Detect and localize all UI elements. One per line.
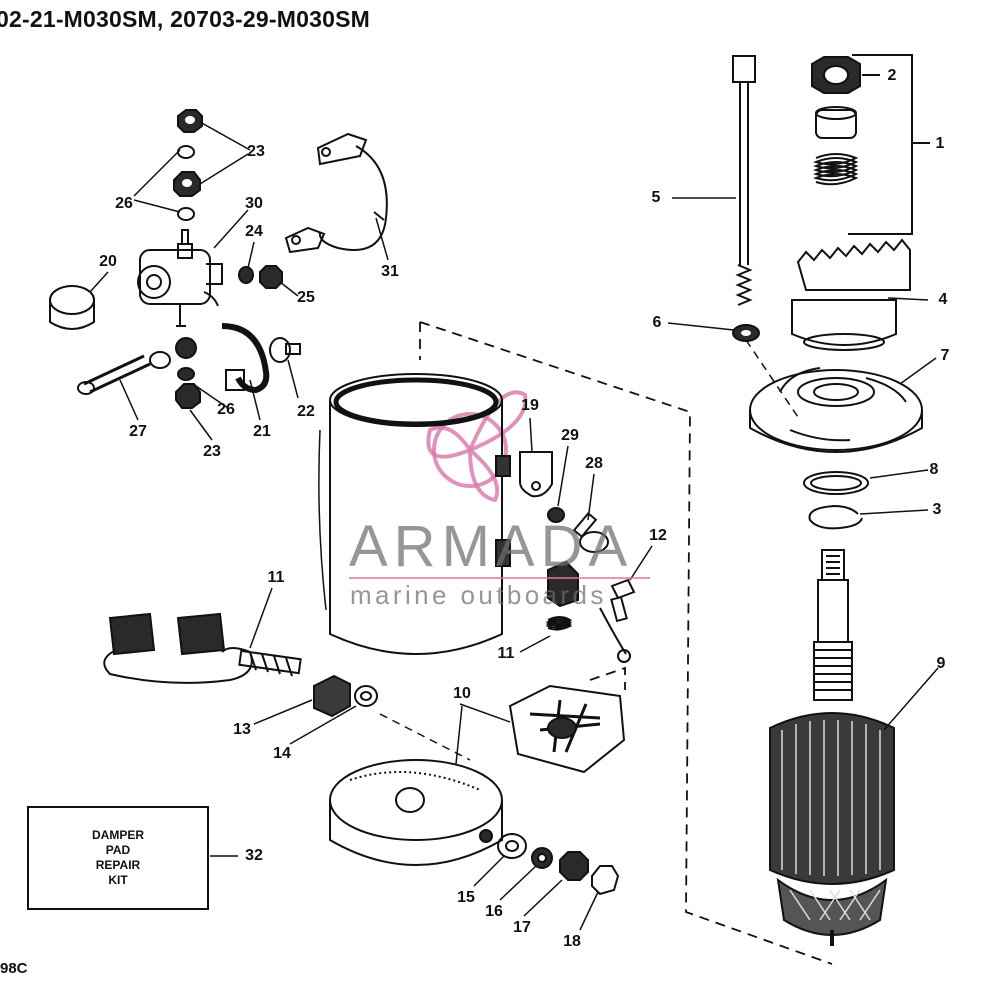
lower-lockwasher <box>177 367 195 381</box>
terminal-screw <box>572 511 609 553</box>
callout-4: 4 <box>938 291 948 308</box>
repair-kit-box: DAMPER PAD REPAIR KIT <box>27 806 209 910</box>
callout-24: 24 <box>245 223 263 240</box>
top-lockwasher <box>177 145 195 159</box>
callout-14: 14 <box>273 745 291 762</box>
thrust-washer <box>803 471 869 495</box>
mounting-bracket <box>221 323 270 394</box>
brush-lead <box>599 607 627 655</box>
commutator-end-cap <box>329 759 503 866</box>
drive-end-cap <box>749 367 923 453</box>
watermark-logo <box>426 390 528 503</box>
callout-18: 18 <box>563 933 581 950</box>
callout-30: 30 <box>245 195 263 212</box>
callout-7: 7 <box>940 347 950 364</box>
watermark-rule <box>349 577 650 579</box>
armature <box>769 549 895 946</box>
assembly-outline <box>419 321 833 965</box>
pinion-spacer <box>815 106 857 139</box>
kit-line-3: REPAIR <box>95 858 141 872</box>
callout-12: 12 <box>649 527 667 544</box>
third-lockwasher <box>177 207 195 221</box>
kit-line-1: DAMPER <box>91 828 144 842</box>
callout-5: 5 <box>651 189 661 206</box>
end-nut <box>559 851 589 881</box>
pinion-spring <box>812 153 859 186</box>
lower-nut <box>175 383 201 409</box>
brush-set <box>103 612 302 684</box>
callout-8: 8 <box>929 461 939 478</box>
through-bolt <box>732 55 756 306</box>
watermark-tagline: marine outboards <box>350 580 607 610</box>
callout-27: 27 <box>129 423 147 440</box>
kit-line-4: KIT <box>108 873 128 887</box>
terminal-stud <box>77 337 197 395</box>
callout-17: 17 <box>513 919 531 936</box>
small-nut <box>238 266 254 284</box>
callout-1: 1 <box>935 135 945 152</box>
callout-29: 29 <box>561 427 579 444</box>
callout-13: 13 <box>233 721 251 738</box>
callout-26-top: 26 <box>115 195 133 212</box>
kit-line-2: PAD <box>105 843 131 857</box>
callout-9: 9 <box>936 655 946 672</box>
callout-21: 21 <box>253 423 271 440</box>
hex-nut-25 <box>259 265 283 289</box>
callout-2: 2 <box>887 67 897 84</box>
watermark-name: ARMADA <box>349 514 634 579</box>
callout-26-bottom: 26 <box>217 401 235 418</box>
callout-11-right: 11 <box>497 645 515 662</box>
callout-28: 28 <box>585 455 603 472</box>
terminal-washer <box>547 507 565 523</box>
callout-6: 6 <box>652 314 662 331</box>
callout-25: 25 <box>297 289 315 306</box>
solenoid <box>137 229 223 327</box>
callout-23-top: 23 <box>247 143 265 160</box>
callout-11-left: 11 <box>267 569 285 586</box>
acorn-nut <box>591 865 620 896</box>
field-brush <box>547 560 579 608</box>
callout-31: 31 <box>381 263 399 280</box>
figure-code: 98C <box>0 960 28 977</box>
insulator-washer <box>354 685 378 707</box>
field-terminal <box>519 451 553 498</box>
callout-15: 15 <box>457 889 475 906</box>
lead-wire <box>284 132 388 254</box>
solenoid-boot <box>49 285 95 330</box>
callout-22: 22 <box>297 403 315 420</box>
end-washer <box>497 833 527 859</box>
brush-plate <box>508 684 626 774</box>
bracket-screw <box>269 337 301 363</box>
diagram-title: 02-21-M030SM, 20703-29-M030SM <box>0 6 370 32</box>
terminal-insulator <box>313 674 351 718</box>
drive-pinion <box>791 238 911 351</box>
callout-19: 19 <box>521 397 539 414</box>
retaining-ring <box>808 504 863 530</box>
field-frame <box>318 373 511 655</box>
brush-spring <box>545 616 573 631</box>
leader-lines <box>89 121 939 931</box>
pinion-nut <box>811 56 861 94</box>
callout-23-bottom: 23 <box>203 443 221 460</box>
brush-screw <box>610 578 636 623</box>
callout-20: 20 <box>99 253 117 270</box>
callout-16: 16 <box>485 903 503 920</box>
callout-3: 3 <box>932 501 942 518</box>
callout-10: 10 <box>453 685 471 702</box>
callout-32: 32 <box>245 847 263 864</box>
